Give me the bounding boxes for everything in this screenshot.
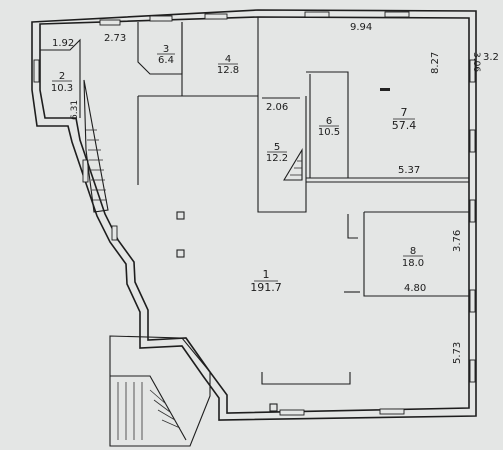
room-number: 1	[263, 268, 270, 281]
room-number: 6	[326, 116, 332, 127]
dimension-label: 5.73	[452, 342, 463, 364]
room-area: 10.5	[318, 127, 340, 138]
window-marks	[33, 11, 476, 416]
room-number: 4	[225, 54, 231, 65]
room-2-label: 2 10.3	[51, 71, 73, 94]
room-8-label: 8 18.0	[402, 246, 424, 269]
room-number: 2	[59, 71, 65, 82]
room-3-label: 3 6.4	[157, 44, 175, 66]
dimension-label: 3.06	[471, 52, 481, 72]
dimension-label: 2.73	[104, 33, 126, 44]
stair-room-5	[283, 148, 303, 181]
dimension-label: 1.92	[52, 38, 74, 49]
room-1-label: 1 191.7	[250, 268, 282, 294]
room-area: 10.3	[51, 83, 73, 94]
room-4-label: 4 12.8	[217, 54, 239, 76]
room-number: 7	[401, 106, 408, 119]
stair-entrance	[109, 335, 211, 447]
room-area: 6.4	[158, 55, 174, 66]
dimension-label: 2.06	[266, 102, 288, 113]
dimension-label: 9.94	[350, 22, 372, 33]
outer-walls	[31, 9, 477, 421]
interior-walls	[40, 17, 469, 385]
room-area: 12.8	[217, 65, 239, 76]
room-7-label: 7 57.4	[392, 106, 417, 132]
room-number: 8	[410, 246, 416, 257]
dimension-label: 5.37	[398, 165, 420, 176]
room-area: 12.2	[266, 153, 288, 164]
dimension-label: 3.2	[483, 52, 499, 63]
dimension-label: 6.31	[70, 100, 80, 120]
dimension-label: 3.76	[452, 230, 463, 252]
stair-left	[83, 79, 109, 213]
columns	[176, 88, 390, 412]
room-area: 57.4	[392, 119, 417, 132]
room-area: 191.7	[250, 281, 282, 294]
room-6-label: 6 10.5	[318, 116, 340, 138]
room-number: 5	[274, 142, 280, 153]
dimension-label: 4.80	[404, 283, 426, 294]
room-area: 18.0	[402, 258, 424, 269]
room-5-label: 5 12.2	[266, 142, 288, 164]
room-number: 3	[163, 44, 169, 55]
dimension-labels: 1.92 2.73 9.94 3.06 3.2 8.27 6.31 2.06 5…	[52, 22, 499, 364]
dimension-label: 8.27	[430, 52, 441, 74]
